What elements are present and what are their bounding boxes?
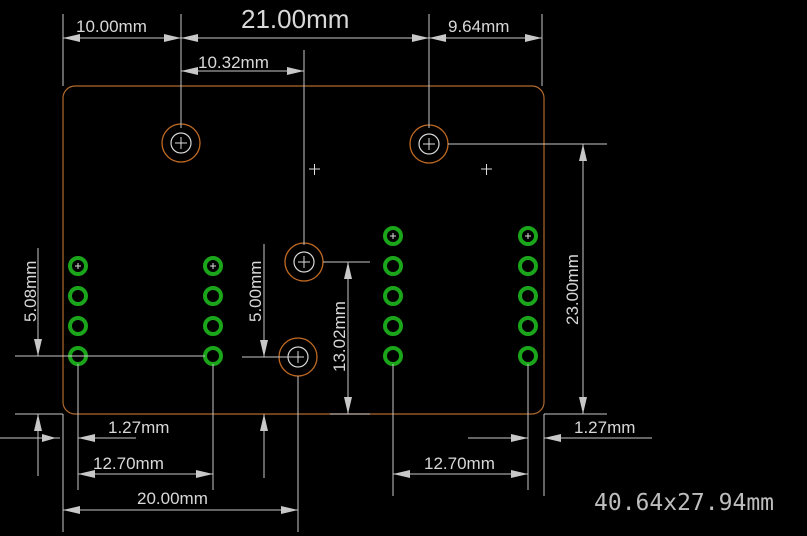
dim-left-508 (0, 248, 205, 476)
label-508mm: 5.08mm (21, 261, 40, 322)
board-size-label: 40.64x27.94mm (594, 490, 774, 516)
dim-mid-500 (242, 244, 298, 478)
dim-top-1032 (181, 67, 304, 75)
dim-bottom-2000 (63, 506, 298, 514)
label-1302mm: 13.02mm (330, 301, 349, 372)
mounting-hole-top-left (161, 123, 201, 163)
dim-right-2300 (448, 143, 607, 415)
label-1032mm: 10.32mm (198, 53, 269, 72)
label-2000mm: 20.00mm (137, 489, 208, 508)
mounting-hole-center (284, 242, 324, 282)
label-127mm-right: 1.27mm (574, 418, 635, 437)
dim-bottom-127-left (78, 434, 136, 442)
header-right-a (383, 226, 403, 366)
header-left-b (203, 256, 223, 366)
dim-bottom-127-right (468, 434, 652, 442)
dim-bottom-1270-right (393, 470, 528, 478)
dim-bottom-1270-left (78, 470, 213, 478)
dim-top-middle (181, 34, 429, 42)
header-left-a (68, 256, 88, 366)
label-964mm: 9.64mm (448, 17, 509, 36)
label-21mm: 21.00mm (241, 4, 349, 34)
origin-marker-1 (309, 164, 320, 175)
dim-top-right (429, 34, 542, 42)
label-1270mm-left: 12.70mm (93, 454, 164, 473)
label-127mm-left: 1.27mm (108, 418, 169, 437)
label-10mm: 10.00mm (76, 17, 147, 36)
origin-marker-2 (481, 164, 492, 175)
label-1270mm-right: 12.70mm (424, 454, 495, 473)
mounting-hole-top-right (409, 124, 449, 164)
header-right-b (518, 226, 538, 366)
label-2300mm: 23.00mm (563, 254, 582, 325)
label-500mm: 5.00mm (246, 261, 265, 322)
dim-top-left (63, 34, 181, 42)
dim-mid-1302 (323, 261, 370, 415)
